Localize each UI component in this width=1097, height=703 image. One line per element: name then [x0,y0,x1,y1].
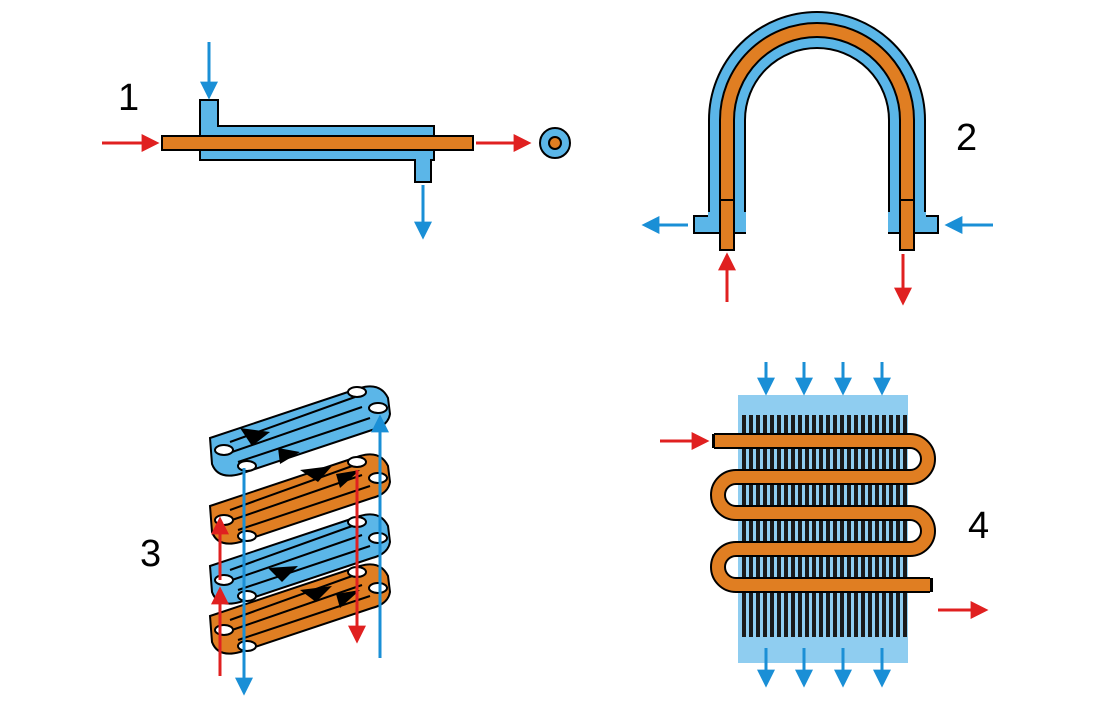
fin [833,415,837,637]
fin [784,415,788,637]
fin [854,415,858,637]
fin [791,415,795,637]
coil-right-stub [923,215,939,234]
fin [875,415,879,637]
double-pipe-exchanger [102,42,571,240]
fin [756,415,760,637]
fin [896,415,900,637]
fin [798,415,802,637]
coiled-tube-exchanger [641,11,993,306]
fin [777,415,781,637]
fin [903,415,907,637]
fin [868,415,872,637]
fin [805,415,809,637]
fin [770,415,774,637]
fin [861,415,865,637]
fin [763,415,767,637]
finned-coil-exchanger [660,362,989,688]
plate-flow-arrows [240,428,360,608]
fin [889,415,893,637]
fin [819,415,823,637]
diagram-label-4: 4 [968,505,989,547]
diagram-label-3: 3 [140,533,161,575]
plate-exchanger [208,385,392,696]
coil-left-stub [693,215,711,234]
fins [742,415,907,637]
fin [742,415,746,637]
tube-cross-section-core [548,136,562,150]
diagram-label-2: 2 [956,117,977,159]
diagram-label-1: 1 [118,77,139,119]
inner-tube [161,135,474,151]
fin [840,415,844,637]
air-flow-arrows [757,362,891,688]
fin [882,415,886,637]
fin [749,415,753,637]
fin [812,415,816,637]
fin [826,415,830,637]
fin [847,415,851,637]
